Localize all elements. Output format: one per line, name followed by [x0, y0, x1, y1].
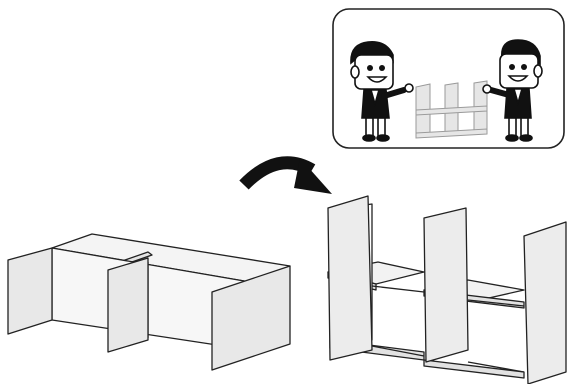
curved-arrow-icon: [239, 156, 332, 194]
right-person-icon: [482, 39, 543, 142]
upright-middle-panel: [423, 207, 469, 363]
inset-panel: [332, 8, 565, 149]
carried-shelf-icon: [415, 80, 488, 139]
flat-left-panel: [7, 247, 53, 335]
upright-shelf-assembly: [327, 195, 567, 384]
upright-left-panel: [327, 195, 373, 361]
flat-right-panel: [211, 265, 291, 371]
flat-middle-panel: [107, 257, 149, 353]
upright-right-panel: [523, 221, 567, 384]
left-person-icon: [350, 40, 414, 142]
flat-shelf-assembly: [7, 233, 291, 371]
